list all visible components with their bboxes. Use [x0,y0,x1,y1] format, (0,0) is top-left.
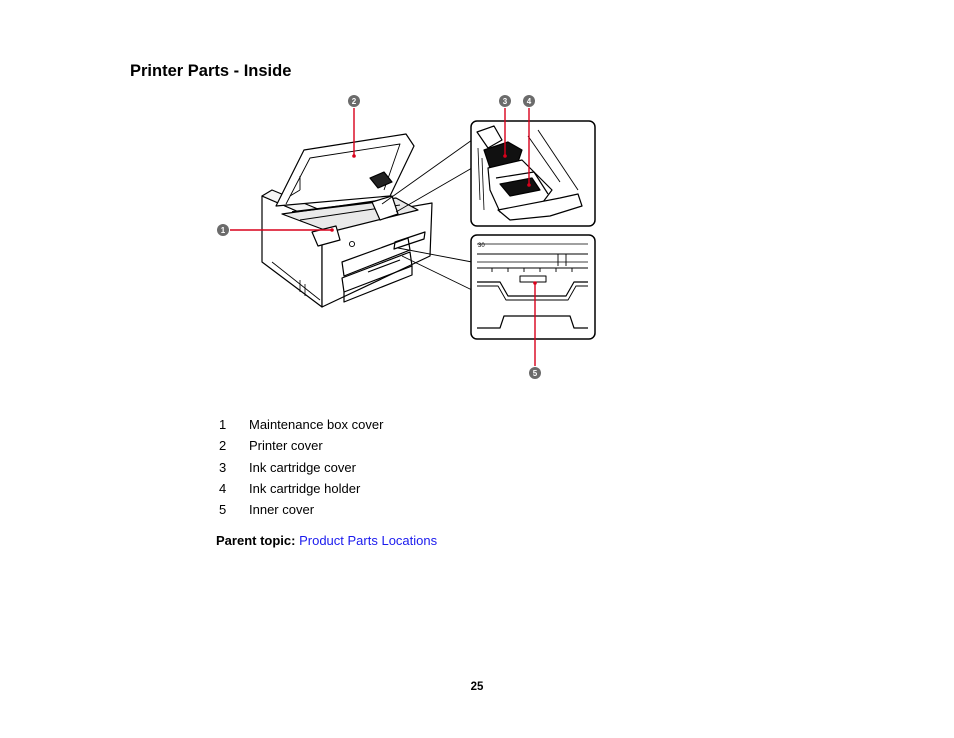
part-number: 2 [219,438,227,454]
svg-text:3: 3 [503,97,508,106]
zoom-inner-cover: 30 [470,234,596,340]
part-number: 1 [219,417,227,432]
part-row: 4 Ink cartridge holder [219,478,383,499]
parent-topic: Parent topic: Product Parts Locations [216,533,437,548]
svg-text:4: 4 [527,97,532,106]
parent-topic-label: Parent topic: [216,533,296,548]
printer-interior [281,171,419,247]
part-row: 2 Printer cover [219,435,383,456]
callout-2: 2 [348,95,360,107]
part-label: Printer cover [249,438,323,454]
part-label: Ink cartridge cover [249,459,356,475]
printer-cover-open [275,133,415,207]
part-number: 4 [219,480,227,496]
part-label: Maintenance box cover [249,417,384,432]
svg-text:30: 30 [478,243,485,249]
page-number: 25 [470,681,484,693]
part-number: 5 [219,502,227,518]
callout-3: 3 [499,95,511,107]
callout-5: 5 [529,367,541,379]
svg-text:1: 1 [221,226,226,235]
part-label: Inner cover [249,502,315,518]
part-number: 3 [219,459,227,475]
zoom-ink-cartridge [470,120,596,227]
parts-list: 1 Maintenance box cover 2 Printer cover … [219,414,383,520]
printer-inside-illustration: 30 1 2 3 4 5 [217,95,596,379]
svg-text:5: 5 [533,369,538,378]
page-heading: Printer Parts - Inside [130,62,292,80]
part-row: 5 Inner cover [219,499,383,520]
part-row: 1 Maintenance box cover [219,414,383,435]
part-row: 3 Ink cartridge cover [219,457,383,478]
part-label: Ink cartridge holder [249,480,361,496]
svg-text:2: 2 [352,97,357,106]
callout-4: 4 [523,95,535,107]
parent-topic-link[interactable]: Product Parts Locations [299,533,438,548]
callout-1: 1 [217,224,229,236]
